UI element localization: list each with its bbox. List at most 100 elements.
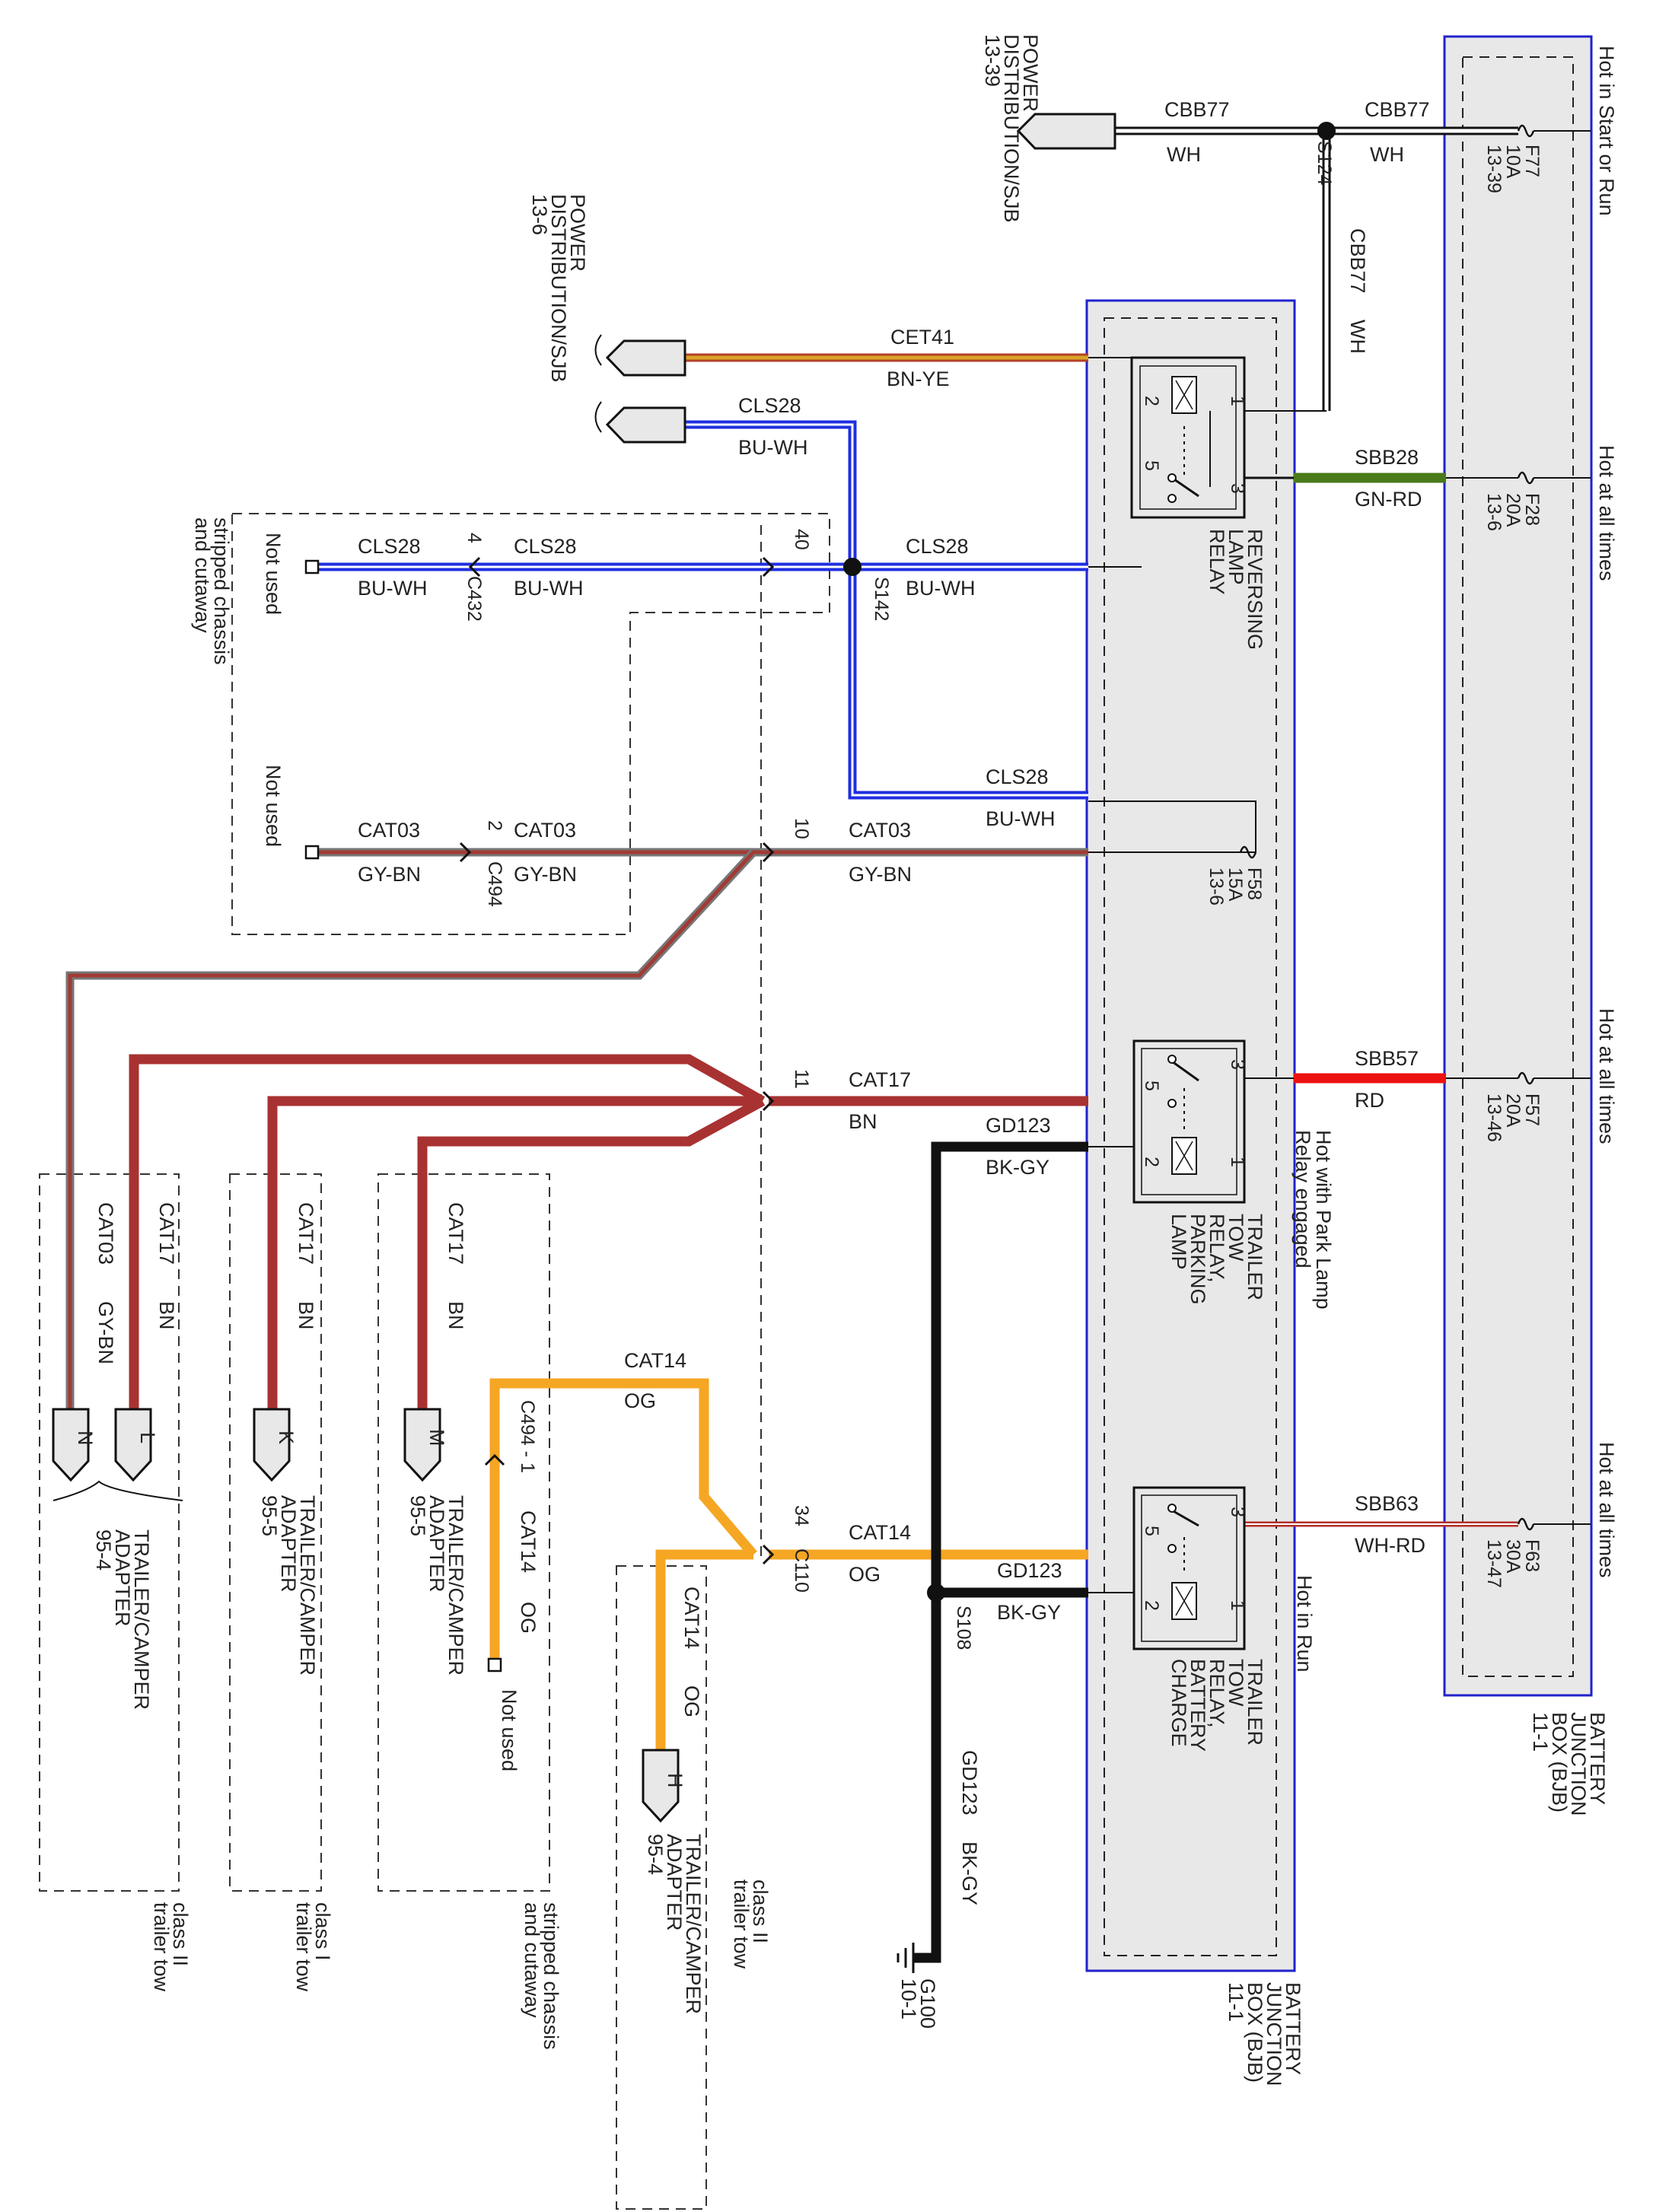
adapter-h-icon bbox=[642, 1749, 680, 1823]
relay-park-5: LAMP bbox=[1167, 1214, 1190, 1270]
fuse-labels: F77 10A 13-39 F28 20A 13-6 F57 20A 13-46… bbox=[1206, 145, 1543, 1588]
hot-park-1: Hot with Park Lamp bbox=[1312, 1130, 1335, 1310]
adapter-pin-letters: N L K M H bbox=[74, 1429, 686, 1788]
bjb-center-3: BOX (BJB) bbox=[1244, 1982, 1266, 2083]
wire-labels: CBB77 WH CBB77 WH CET41 BN-YE CLS28 BU-W… bbox=[358, 98, 1430, 1624]
pin-park-3: 3 bbox=[1227, 1059, 1248, 1070]
adapter-nl-1: TRAILER/CAMPER bbox=[130, 1529, 153, 1710]
fuse-f58-amp: 15A bbox=[1225, 867, 1246, 902]
label-cat03-c: CAT03 bbox=[849, 819, 911, 842]
pd-b-3: 13-6 bbox=[528, 194, 551, 235]
adapter-nl-2: ADAPTER bbox=[111, 1529, 134, 1627]
fuse-f28-name: F28 bbox=[1521, 493, 1543, 526]
bjb-center-1: BATTERY bbox=[1282, 1982, 1304, 2075]
relay-park-4: PARKING bbox=[1186, 1214, 1209, 1305]
fuse-f28-icon bbox=[1517, 471, 1535, 485]
splice-s124: S124 bbox=[1314, 141, 1335, 185]
label-sbb63: SBB63 bbox=[1355, 1492, 1419, 1515]
label-cls28-c: CLS28 bbox=[906, 535, 969, 558]
adapter-brace-icon bbox=[53, 1480, 183, 1501]
label-cls28-a: CLS28 bbox=[358, 535, 421, 558]
relay-chg-3: RELAY, bbox=[1206, 1659, 1228, 1728]
bjb-right-2: JUNCTION bbox=[1567, 1712, 1590, 1816]
label-gd123-vert: GD123 bbox=[958, 1750, 981, 1816]
label-cls28-top: CLS28 bbox=[738, 394, 801, 417]
vertical-wire-labels: CBB77 WH CAT03 GY-BN CAT17 BN CAT17 BN C… bbox=[94, 228, 1369, 1905]
relay-rev-1: REVERSING bbox=[1244, 529, 1266, 650]
conn-pin-11: 11 bbox=[791, 1069, 812, 1089]
label-cbb77-right: CBB77 bbox=[1365, 98, 1430, 121]
relay-park-2: TOW bbox=[1225, 1214, 1247, 1262]
label-cat03-vert: CAT03 bbox=[94, 1202, 117, 1265]
pd-a-3: 13-39 bbox=[981, 34, 1004, 87]
fuse-f57-icon bbox=[1517, 1071, 1535, 1085]
label-cat14-v2: CAT14 bbox=[680, 1587, 703, 1649]
adapter-n-icon bbox=[52, 1408, 90, 1482]
label-bu-wh-top: BU-WH bbox=[738, 436, 807, 459]
wire-cls28 bbox=[312, 420, 1256, 852]
label-gd123-b: GD123 bbox=[997, 1559, 1062, 1582]
label-sbb57: SBB57 bbox=[1355, 1047, 1419, 1070]
region-boxes bbox=[39, 513, 830, 2210]
relay-pins: 1 2 3 5 3 5 1 2 3 5 1 2 bbox=[1141, 396, 1248, 1611]
adapter-l-icon bbox=[114, 1408, 152, 1482]
fuse-f58-name: F58 bbox=[1244, 867, 1265, 900]
wire-cat17 bbox=[129, 1054, 1088, 1409]
label-cat14-v1: CAT14 bbox=[517, 1510, 540, 1573]
adapter-pin-m: M bbox=[425, 1429, 448, 1447]
fuse-f57-ref: 13-46 bbox=[1483, 1093, 1505, 1142]
relay-chg-5: CHARGE bbox=[1167, 1659, 1190, 1747]
pd-b-2: DISTRIBUTION/SJB bbox=[547, 194, 570, 383]
relay-park-3: RELAY, bbox=[1206, 1214, 1228, 1283]
not-used-3: Not used bbox=[498, 1689, 521, 1771]
label-og-b: OG bbox=[849, 1563, 881, 1586]
label-bk-gy-a: BK-GY bbox=[986, 1156, 1049, 1179]
label-bu-wh-a: BU-WH bbox=[358, 577, 427, 600]
fuse-f77-amp: 10A bbox=[1502, 145, 1524, 179]
relay-parking bbox=[1132, 1039, 1246, 1204]
label-cls28-d: CLS28 bbox=[986, 765, 1049, 788]
adapter-pin-h: H bbox=[664, 1773, 686, 1788]
splice-s142: S142 bbox=[871, 577, 892, 621]
label-og-v2: OG bbox=[680, 1685, 703, 1717]
not-used-2: Not used bbox=[262, 765, 285, 847]
label-gy-bn-c: GY-BN bbox=[849, 863, 912, 886]
pin-chg-3: 3 bbox=[1227, 1507, 1248, 1517]
splice-s108-dot bbox=[927, 1583, 945, 1602]
connector-labels: 4 C432 40 2 C494 10 11 34 C110 C494 - 1 bbox=[463, 529, 812, 1593]
class2-a-1: class II bbox=[169, 1902, 192, 1966]
switch-icon bbox=[1171, 1509, 1199, 1527]
label-bu-wh-b: BU-WH bbox=[514, 577, 583, 600]
label-cat14-a: CAT14 bbox=[624, 1349, 686, 1372]
hot-all-times-2: Hot at all times bbox=[1595, 1008, 1618, 1144]
power-dist-labels: POWER DISTRIBUTION/SJB 13-39 POWER DISTR… bbox=[528, 34, 1042, 383]
fuse-f57-amp: 20A bbox=[1502, 1093, 1524, 1128]
label-wh-vert: WH bbox=[1346, 320, 1369, 354]
label-gd123-a: GD123 bbox=[986, 1114, 1051, 1137]
label-cbb77-left: CBB77 bbox=[1164, 98, 1230, 121]
stripped-2b: and cutaway bbox=[521, 1902, 543, 2018]
bjb-fuse-box bbox=[1443, 35, 1593, 1697]
bjb-center-4: 11-1 bbox=[1225, 1982, 1247, 2022]
splice-s142-dot bbox=[843, 558, 862, 576]
fuse-f63-name: F63 bbox=[1521, 1539, 1543, 1572]
bracket-icon bbox=[594, 334, 602, 433]
pin-chg-2: 2 bbox=[1141, 1600, 1162, 1611]
fuse-f63-ref: 13-47 bbox=[1483, 1539, 1505, 1588]
class1-2: trailer tow bbox=[292, 1902, 315, 1992]
label-bn-v2: BN bbox=[295, 1301, 317, 1330]
fuse-f58-ref: 13-6 bbox=[1206, 867, 1227, 905]
power-dist-b2-connector-icon bbox=[605, 406, 686, 444]
label-rd: RD bbox=[1355, 1089, 1384, 1112]
hot-all-times-3: Hot at all times bbox=[1595, 1442, 1618, 1578]
label-bn-ye: BN-YE bbox=[887, 368, 950, 390]
relay-chg-1: TRAILER bbox=[1244, 1659, 1266, 1746]
splice-s108: S108 bbox=[953, 1606, 974, 1650]
conn-pin-10: 10 bbox=[791, 818, 812, 839]
power-dist-connectors bbox=[594, 113, 1116, 444]
label-bu-wh-d: BU-WH bbox=[986, 807, 1055, 830]
fuse-f77-name: F77 bbox=[1521, 145, 1543, 177]
label-bn-v3: BN bbox=[444, 1301, 467, 1330]
conn-pin-2: 2 bbox=[484, 820, 505, 831]
label-wh-left: WH bbox=[1167, 143, 1201, 166]
